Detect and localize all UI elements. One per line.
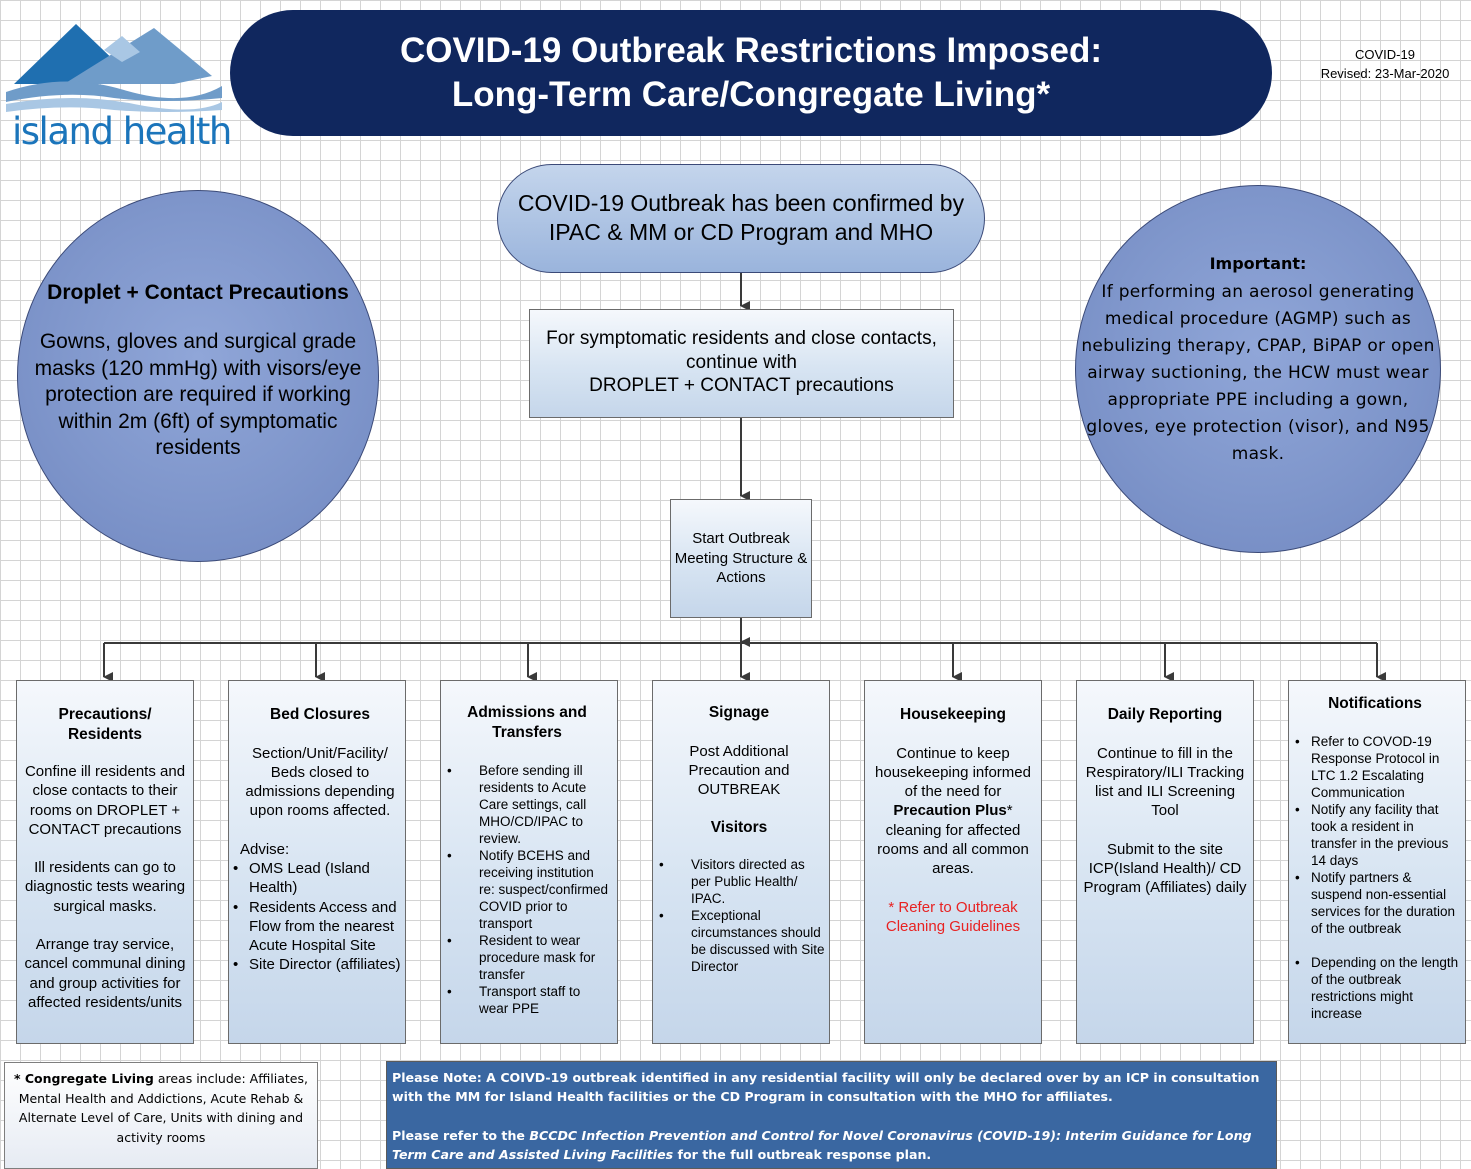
- daily-reporting-text-1: Continue to fill in the Respiratory/ILI …: [1085, 744, 1245, 820]
- list-item: Visitors directed as per Public Health/ …: [659, 856, 825, 907]
- visitors-list: Visitors directed as per Public Health/ …: [653, 856, 825, 975]
- important-agmp-circle: Important: If performing an aerosol gene…: [1075, 185, 1441, 553]
- list-item: Exceptional circumstances should be disc…: [659, 907, 825, 975]
- list-item: Refer to COVOD-19 Response Protocol in L…: [1295, 733, 1461, 801]
- precautions-text-1: Confine ill residents and close contacts…: [24, 763, 186, 838]
- list-item: OMS Lead (Island Health): [233, 859, 401, 898]
- bed-closures-advise-label: Advise:: [240, 840, 290, 858]
- title-line-2: Long-Term Care/Congregate Living*: [451, 75, 1051, 114]
- title-line-1: COVID-19 Outbreak Restrictions Imposed:: [399, 31, 1103, 70]
- list-item: Notify partners & suspend non-essential …: [1295, 869, 1461, 937]
- list-item: Transport staff to wear PPE: [447, 983, 613, 1017]
- congregate-living-text: areas include: Affiliates, Mental Health…: [18, 1071, 308, 1145]
- signage-text: Post Additional Precaution and OUTBREAK: [688, 742, 790, 799]
- admissions-list: Before sending ill residents to Acute Ca…: [441, 762, 613, 1017]
- note-paragraph-2: Please refer to the BCCDC Infection Prev…: [392, 1126, 1270, 1165]
- signage-heading: Signage: [708, 704, 770, 721]
- signage-box: Signage Post Additional Precaution and O…: [652, 680, 830, 1044]
- housekeeping-text-part-2: cleaning for affected rooms and all comm…: [877, 821, 1029, 878]
- doc-label: COVID-19: [1355, 47, 1415, 62]
- precautions-residents-box: Precautions/ Residents Confine ill resid…: [16, 680, 194, 1044]
- outbreak-declaration-note: Please Note: A COIVD-19 outbreak identif…: [386, 1061, 1277, 1169]
- droplet-contact-body: Gowns, gloves and surgical grade masks (…: [34, 330, 362, 459]
- logo-wordmark: island health: [12, 110, 232, 153]
- list-item: Depending on the length of the outbreak …: [1295, 954, 1461, 1022]
- document-info: COVID-19 Revised: 23-Mar-2020: [1300, 45, 1470, 83]
- title-banner: COVID-19 Outbreak Restrictions Imposed: …: [230, 10, 1272, 136]
- droplet-contact-heading: Droplet + Contact Precautions: [47, 281, 349, 304]
- list-item: Site Director (affiliates): [233, 955, 401, 975]
- daily-reporting-box: Daily Reporting Continue to fill in the …: [1076, 680, 1254, 1044]
- notifications-heading: Notifications: [1328, 695, 1422, 712]
- daily-reporting-heading: Daily Reporting: [1107, 706, 1223, 723]
- bed-closures-advise-list: OMS Lead (Island Health) Residents Acces…: [233, 859, 401, 975]
- list-item: Residents Access and Flow from the neare…: [233, 898, 401, 956]
- housekeeping-heading: Housekeeping: [900, 706, 1006, 723]
- outbreak-meeting-node: Start Outbreak Meeting Structure & Actio…: [670, 499, 812, 618]
- precautions-text-3: Arrange tray service, cancel communal di…: [24, 936, 186, 1011]
- list-item: Before sending ill residents to Acute Ca…: [447, 762, 613, 847]
- important-body: If performing an aerosol generating medi…: [1081, 282, 1435, 464]
- congregate-living-note: * Congregate Living areas include: Affil…: [4, 1062, 318, 1169]
- list-item: Resident to wear procedure mask for tran…: [447, 932, 613, 983]
- housekeeping-box: Housekeeping Continue to keep housekeepi…: [864, 680, 1042, 1044]
- mountain-logo-icon: [6, 24, 222, 112]
- housekeeping-text-part-1: Continue to keep housekeeping informed o…: [875, 744, 1031, 801]
- symptomatic-line-3: DROPLET + CONTACT precautions: [589, 375, 894, 396]
- bed-closures-box: Bed Closures Section/Unit/Facility/ Beds…: [228, 680, 406, 1044]
- congregate-living-label: * Congregate Living: [14, 1071, 154, 1086]
- droplet-contact-circle: Droplet + Contact Precautions Gowns, glo…: [17, 190, 379, 562]
- notifications-box: Notifications Refer to COVOD-19 Response…: [1288, 680, 1466, 1044]
- precautions-heading: Precautions/ Residents: [58, 706, 152, 743]
- note-paragraph-1: Please Note: A COIVD-19 outbreak identif…: [392, 1070, 1260, 1105]
- admissions-transfers-box: Admissions and Transfers Before sending …: [440, 680, 618, 1044]
- daily-reporting-text-2: Submit to the site ICP(Island Health)/ C…: [1083, 840, 1247, 897]
- housekeeping-text: Continue to keep housekeeping informed o…: [868, 744, 1038, 879]
- visitors-heading: Visitors: [710, 819, 768, 837]
- symptomatic-precautions-node: For symptomatic residents and close cont…: [529, 309, 954, 418]
- cleaning-guidelines-note: * Refer to Outbreak Cleaning Guidelines: [885, 898, 1021, 935]
- important-heading: Important:: [1209, 254, 1307, 273]
- bed-closures-text: Section/Unit/Facility/ Beds closed to ad…: [245, 744, 395, 820]
- bccdc-guidance-title: BCCDC Infection Prevention and Control f…: [392, 1127, 1252, 1162]
- doc-revised-date: Revised: 23-Mar-2020: [1320, 66, 1450, 81]
- note-text-a: Please refer to the: [392, 1127, 530, 1143]
- precautions-text-2: Ill residents can go to diagnostic tests…: [24, 859, 186, 915]
- outbreak-confirmed-node: COVID-19 Outbreak has been confirmed by …: [497, 164, 985, 273]
- symptomatic-line-1: For symptomatic residents and close cont…: [546, 328, 937, 349]
- island-health-logo: island health: [4, 6, 232, 156]
- note-text-b: for the full outbreak response plan.: [673, 1146, 932, 1162]
- precaution-plus-asterisk: *: [1006, 802, 1013, 820]
- admissions-heading: Admissions and Transfers: [467, 704, 587, 741]
- list-item: Notify any facility that took a resident…: [1295, 801, 1461, 869]
- list-item: Notify BCEHS and receiving institution r…: [447, 847, 613, 932]
- precaution-plus-label: Precaution Plus: [893, 802, 1007, 820]
- symptomatic-line-2: continue with: [686, 351, 797, 373]
- notifications-list: Refer to COVOD-19 Response Protocol in L…: [1289, 733, 1461, 1022]
- bed-closures-heading: Bed Closures: [270, 706, 370, 723]
